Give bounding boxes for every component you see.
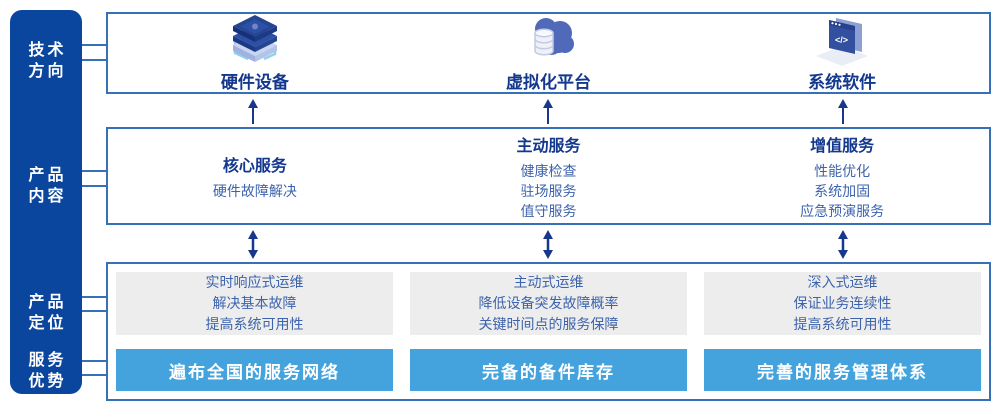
tech-item-label: 硬件设备	[220, 72, 289, 92]
sidebar: 技术 方向 产品 内容 产品 定位 服务 优势	[10, 10, 82, 394]
double-arrow-icon	[836, 230, 850, 259]
tech-item-virtualization: 虚拟化平台	[402, 14, 696, 92]
advantage-bar: 完备的备件库存	[410, 349, 687, 391]
positioning-column-2: 主动式运维 降低设备突发故障概率 关键时间点的服务保障 完备的备件库存	[410, 272, 687, 391]
sidebar-label-line: 优势	[28, 373, 67, 390]
advantage-bar: 遍布全国的服务网络	[116, 349, 393, 391]
positioning-line: 保证业务连续性	[793, 295, 892, 311]
connector-line	[82, 59, 107, 61]
positioning-line: 提高系统可用性	[205, 316, 304, 332]
advantage-bar: 完善的服务管理体系	[704, 349, 981, 391]
positioning-line: 提高系统可用性	[793, 316, 892, 332]
cloud-database-icon	[516, 14, 582, 66]
sidebar-label-line: 产品	[28, 167, 67, 184]
product-content-box: 核心服务 硬件故障解决 主动服务 健康检查 驻场服务 值守服务 增值服务 性能优…	[106, 127, 991, 225]
service-line: 硬件故障解决	[212, 182, 297, 199]
service-group-value-added: 增值服务 性能优化 系统加固 应急预演服务	[695, 129, 989, 223]
positioning-panel: 深入式运维 保证业务连续性 提高系统可用性	[704, 272, 981, 335]
service-heading: 主动服务	[516, 137, 581, 155]
positioning-column-1: 实时响应式运维 解决基本故障 提高系统可用性 遍布全国的服务网络	[116, 272, 393, 391]
service-line: 值守服务	[520, 202, 577, 219]
connector-line	[82, 185, 107, 187]
service-group-core: 核心服务 硬件故障解决	[108, 129, 402, 223]
sidebar-label-line: 定位	[28, 315, 67, 332]
double-arrow-icon	[246, 230, 260, 259]
sidebar-label-tech-direction: 技术 方向	[10, 40, 82, 82]
svg-text:</>: </>	[835, 35, 848, 45]
positioning-line: 关键时间点的服务保障	[478, 316, 619, 332]
tech-item-label: 虚拟化平台	[506, 72, 591, 92]
service-line: 性能优化	[814, 162, 871, 179]
service-line: 应急预演服务	[800, 202, 885, 219]
service-heading: 核心服务	[222, 157, 287, 175]
positioning-panel: 主动式运维 降低设备突发故障概率 关键时间点的服务保障	[410, 272, 687, 335]
positioning-line: 深入式运维	[807, 274, 878, 290]
sidebar-label-line: 服务	[28, 352, 67, 369]
positioning-line: 降低设备突发故障概率	[478, 295, 619, 311]
sidebar-label-line: 产品	[28, 294, 67, 311]
tech-direction-box: 硬件设备	[106, 12, 991, 94]
up-arrow-icon	[541, 99, 555, 125]
sidebar-label-line: 技术	[28, 42, 67, 59]
service-heading: 增值服务	[810, 137, 875, 155]
connector-line	[82, 44, 107, 46]
positioning-line: 主动式运维	[513, 274, 584, 290]
service-line: 驻场服务	[520, 182, 577, 199]
sidebar-label-service-advantage: 服务 优势	[10, 350, 82, 392]
service-group-active: 主动服务 健康检查 驻场服务 值守服务	[402, 129, 696, 223]
tech-item-system-software: </> 系统软件	[695, 14, 989, 92]
up-arrow-icon	[836, 99, 850, 125]
positioning-line: 实时响应式运维	[205, 274, 304, 290]
connector-line	[82, 310, 107, 312]
sidebar-label-product-content: 产品 内容	[10, 165, 82, 207]
code-window-icon: </>	[809, 14, 875, 66]
connector-line	[82, 296, 107, 298]
positioning-panel: 实时响应式运维 解决基本故障 提高系统可用性	[116, 272, 393, 335]
server-stack-icon	[222, 14, 288, 66]
positioning-advantage-box: 实时响应式运维 解决基本故障 提高系统可用性 遍布全国的服务网络 主动式运维 降…	[106, 262, 991, 401]
sidebar-label-product-positioning: 产品 定位	[10, 292, 82, 334]
sidebar-label-line: 内容	[28, 188, 67, 205]
service-line: 健康检查	[520, 162, 577, 179]
tech-item-hardware: 硬件设备	[108, 14, 402, 92]
connector-line	[82, 374, 107, 376]
positioning-line: 解决基本故障	[212, 295, 297, 311]
connector-line	[82, 360, 107, 362]
service-line: 系统加固	[814, 182, 871, 199]
sidebar-label-line: 方向	[28, 63, 67, 80]
tech-item-label: 系统软件	[808, 72, 877, 92]
up-arrow-icon	[246, 99, 260, 125]
positioning-column-3: 深入式运维 保证业务连续性 提高系统可用性 完善的服务管理体系	[704, 272, 981, 391]
double-arrow-icon	[541, 230, 555, 259]
connector-line	[82, 170, 107, 172]
